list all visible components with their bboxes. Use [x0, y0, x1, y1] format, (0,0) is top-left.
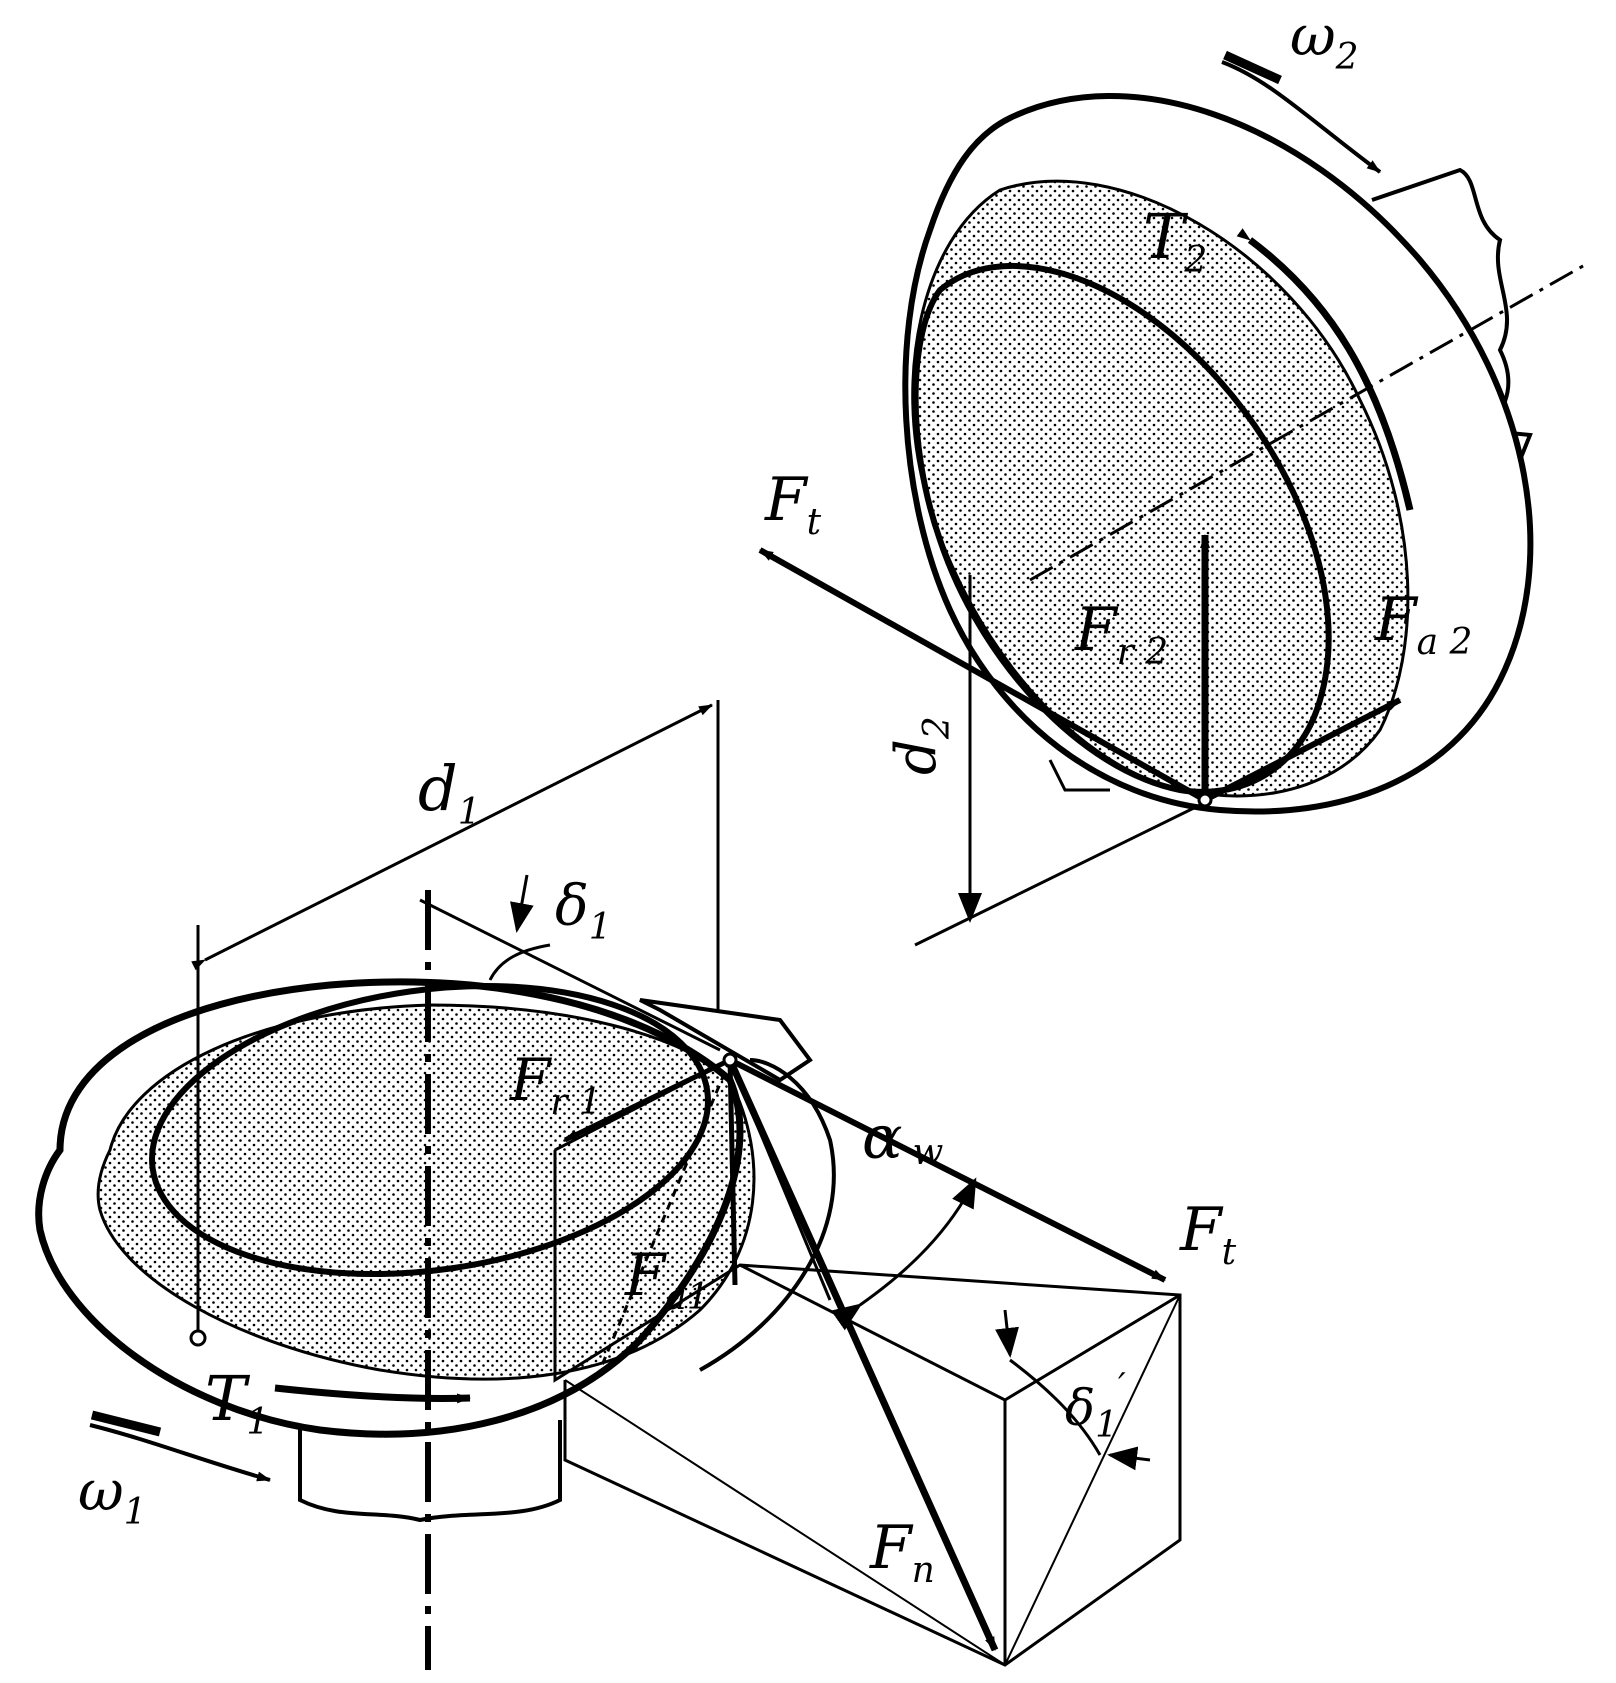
label-ft-lower: Ft [1179, 1195, 1237, 1273]
label-d2: d2 [884, 716, 958, 775]
force-fn [726, 1058, 999, 1652]
label-fa2: Fa 2 [1374, 585, 1472, 663]
gear-2-axis [1029, 260, 1591, 582]
omega-2-arrow [1221, 60, 1382, 174]
label-fr1: Fr 1 [509, 1046, 602, 1123]
label-delta1-prime: δ1′ [1065, 1366, 1126, 1446]
contact-point-lower [722, 1052, 738, 1068]
contact-point-upper [1197, 792, 1213, 808]
omega-1-arrow [89, 1423, 271, 1482]
label-t1: T1 [205, 1362, 269, 1443]
gear-2-forces [758, 534, 1402, 947]
gear-1 [35, 700, 756, 1670]
gear-1-hub [298, 1420, 562, 1523]
label-omega2: ω2 [1290, 4, 1359, 78]
label-fr2: Fr 2 [1074, 595, 1168, 673]
gear-1-pitch-circle [149, 982, 711, 1278]
force-fr1 [563, 1057, 732, 1143]
label-t2: T2 [1143, 200, 1207, 281]
force-ft-upper [758, 547, 1207, 803]
force-fa2 [1203, 697, 1402, 803]
label-ft-upper: Ft [764, 465, 822, 543]
label-delta1: δ1 [555, 874, 612, 948]
gear-2 [902, 50, 1591, 815]
gear-2-pitch-circle [912, 262, 1332, 795]
label-d1: d1 [418, 752, 481, 833]
torque-2-arrow [1236, 228, 1414, 511]
label-fn: Fn [869, 1513, 935, 1591]
force-ft-lower [728, 1057, 1167, 1283]
label-omega1: ω1 [78, 1459, 147, 1533]
d1-dimension-line [191, 703, 713, 971]
force-fa1 [727, 1059, 738, 1286]
torque-1-arrow [274, 1384, 471, 1404]
label-fa1: Fa1 [624, 1241, 710, 1318]
gear-1-forces [553, 998, 1182, 1667]
force-box [553, 1150, 1182, 1667]
